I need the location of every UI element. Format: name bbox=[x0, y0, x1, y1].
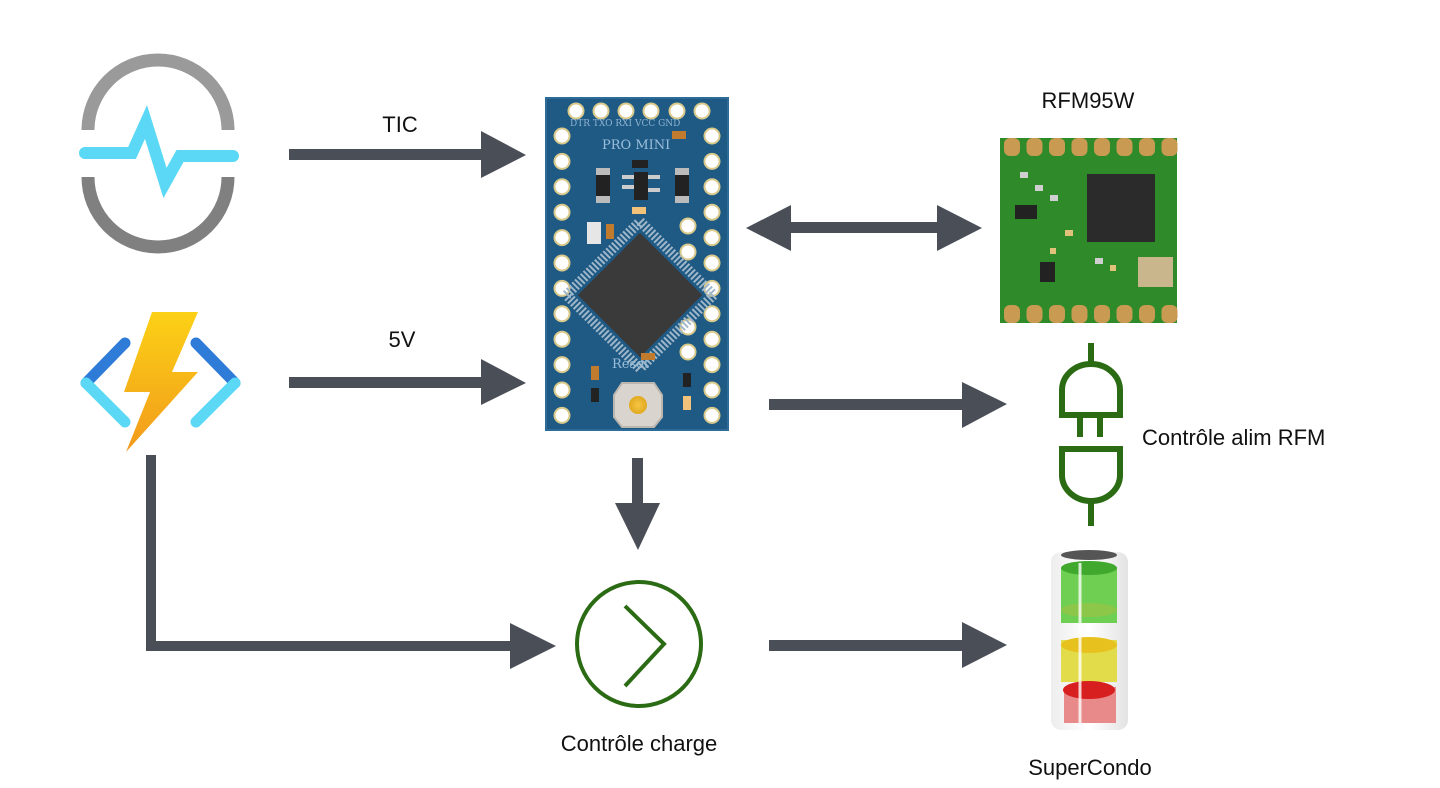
board-name: PRO MINI bbox=[602, 138, 670, 153]
edges bbox=[146, 131, 1007, 669]
rfm-label: RFM95W bbox=[1042, 88, 1135, 113]
board-pin bbox=[553, 356, 571, 374]
board-pin bbox=[642, 102, 660, 120]
board-pin bbox=[553, 254, 571, 272]
supercap-label: SuperCondo bbox=[1028, 755, 1152, 780]
rfm-pad bbox=[1071, 138, 1088, 156]
board-pin bbox=[703, 305, 721, 323]
board-pin bbox=[553, 330, 571, 348]
rfm-pad bbox=[1004, 305, 1020, 323]
battery-icon bbox=[1051, 550, 1128, 730]
plug-icon bbox=[1059, 343, 1123, 526]
board-pin bbox=[553, 305, 571, 323]
plug-label: Contrôle alim RFM bbox=[1142, 425, 1325, 450]
board-pin bbox=[679, 343, 697, 361]
board-pin bbox=[703, 330, 721, 348]
board-pin bbox=[703, 381, 721, 399]
edge-power-charge-arrow bbox=[146, 455, 556, 669]
board-pin bbox=[617, 102, 635, 120]
board-pin bbox=[592, 102, 610, 120]
rfm-pad bbox=[1049, 138, 1065, 156]
rfm95w-module bbox=[1000, 138, 1178, 323]
board-pin bbox=[703, 254, 721, 272]
board-pin bbox=[703, 178, 721, 196]
edge-alim-arrow bbox=[769, 382, 1007, 428]
board-pin bbox=[668, 102, 686, 120]
reset-button bbox=[613, 382, 663, 428]
rfm-pad bbox=[1094, 305, 1110, 323]
board-pin bbox=[553, 229, 571, 247]
rfm-pad bbox=[1116, 138, 1133, 156]
board-pin bbox=[703, 203, 721, 221]
pulse-meter-icon bbox=[79, 53, 239, 254]
board-pin bbox=[553, 178, 571, 196]
board-pin bbox=[679, 243, 697, 261]
edge-down-arrow bbox=[615, 458, 660, 550]
charge-label: Contrôle charge bbox=[561, 731, 718, 756]
rfm-pad bbox=[1161, 305, 1178, 323]
board-pin bbox=[567, 102, 585, 120]
arduino-pro-mini-board: DTR TXO RXI VCC GND PRO MINI Reset bbox=[545, 97, 729, 431]
board-pin bbox=[703, 152, 721, 170]
rfm-pad bbox=[1049, 305, 1065, 323]
rfm-pad bbox=[1026, 138, 1043, 156]
rfm-pad bbox=[1161, 138, 1178, 156]
rfm-pad bbox=[1116, 305, 1133, 323]
rfm-pad bbox=[1139, 305, 1155, 323]
board-pin bbox=[703, 406, 721, 424]
chevron-circle-icon bbox=[575, 580, 703, 708]
board-pin bbox=[693, 102, 711, 120]
rfm-pad bbox=[1094, 138, 1110, 156]
edge-supercap-arrow bbox=[769, 622, 1007, 668]
board-pin bbox=[553, 381, 571, 399]
board-pin bbox=[553, 152, 571, 170]
board-pin bbox=[679, 217, 697, 235]
rfm-pad bbox=[1004, 138, 1020, 156]
board-pin bbox=[703, 127, 721, 145]
board-pin bbox=[553, 127, 571, 145]
edge-tic-arrow bbox=[289, 131, 526, 178]
board-pin bbox=[553, 406, 571, 424]
edge-5v-arrow bbox=[289, 359, 526, 405]
board-pin bbox=[553, 203, 571, 221]
board-pin bbox=[703, 356, 721, 374]
rfm-pad bbox=[1139, 138, 1155, 156]
reset-label: Reset bbox=[612, 357, 650, 372]
function-lightning-icon bbox=[80, 312, 241, 452]
board-pin-labels: DTR TXO RXI VCC GND bbox=[570, 119, 680, 129]
edge-label-5v: 5V bbox=[389, 327, 416, 352]
rfm-pad bbox=[1071, 305, 1088, 323]
edge-label-tic: TIC bbox=[382, 112, 418, 137]
rfm-pad bbox=[1026, 305, 1043, 323]
board-pin bbox=[703, 229, 721, 247]
edge-bidirectional-arrow bbox=[746, 205, 982, 251]
